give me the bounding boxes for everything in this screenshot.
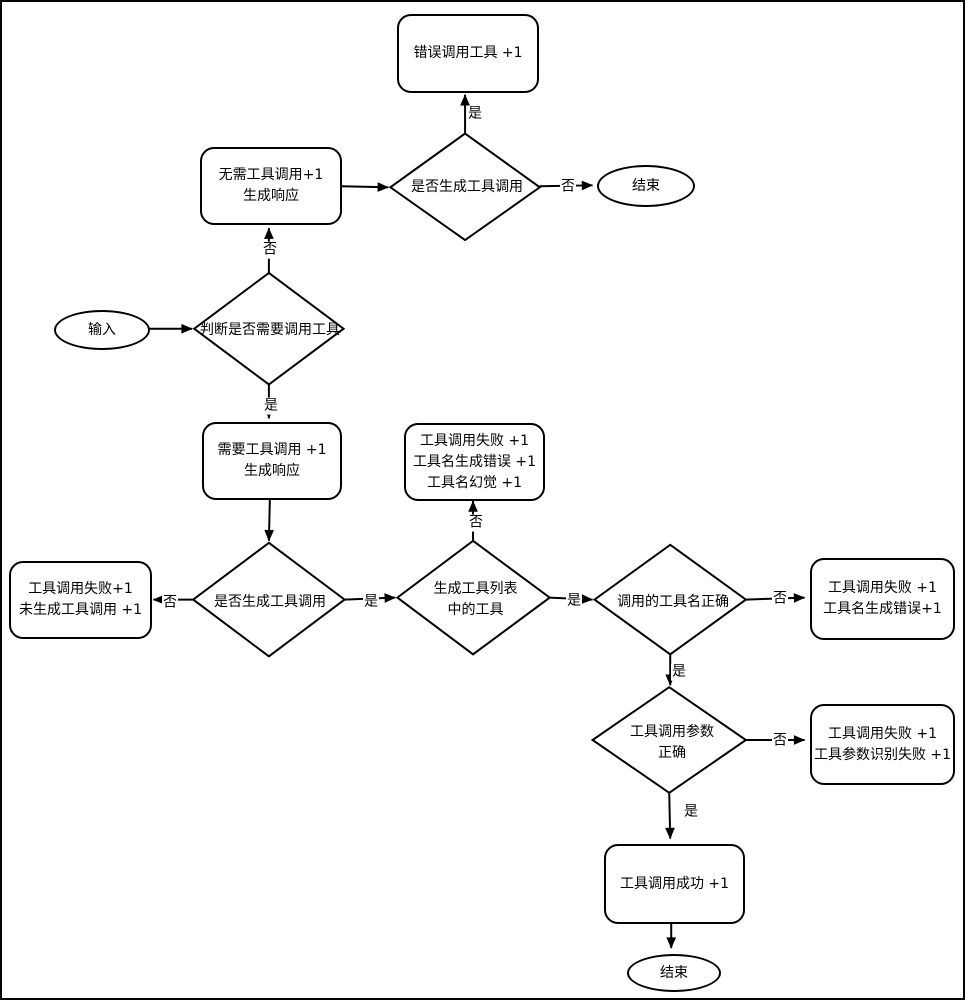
node-tool-params-correct: 工具调用参数 正确 — [630, 724, 714, 761]
node-fail-not-generated: 工具调用失败+1 未生成工具调用 +1 — [9, 561, 152, 639]
edge-label-mid-yes: 是 — [363, 593, 379, 611]
edge-need-tool-to-gen-mid — [264, 497, 274, 542]
edge-param-yes — [665, 792, 675, 840]
edge-label-name-no: 否 — [772, 590, 788, 608]
node-fail-param-recognition: 工具调用失败 +1 工具参数识别失败 +1 — [810, 704, 955, 785]
edge-label-top-yes: 是 — [467, 105, 483, 123]
edge-label-list-no: 否 — [468, 514, 484, 532]
diamond-judge-need-tool — [192, 271, 346, 386]
edge-label-top-no: 否 — [560, 178, 576, 196]
node-input: 输入 — [54, 310, 150, 350]
diamond-tool-in-list — [395, 539, 552, 656]
edge-label-judge-yes: 是 — [263, 397, 279, 415]
edge-no-tool-to-gen-top — [340, 182, 389, 192]
node-gen-tool-call-mid: 是否生成工具调用 — [214, 593, 326, 610]
node-tool-name-correct: 调用的工具名正确 — [617, 593, 729, 610]
node-gen-tool-call-top: 是否生成工具调用 — [411, 179, 523, 195]
node-end-bottom: 结束 — [627, 954, 721, 992]
edge-label-mid-no: 否 — [162, 594, 178, 612]
edge-label-param-yes: 是 — [683, 803, 699, 821]
edge-label-name-yes: 是 — [671, 663, 687, 681]
edge-label-list-yes: 是 — [566, 592, 582, 610]
diamond-tool-name-correct — [592, 543, 748, 656]
node-tool-success: 工具调用成功 +1 — [604, 844, 745, 924]
node-wrong-tool-call: 错误调用工具 +1 — [397, 14, 539, 93]
node-tool-in-list: 生成工具列表 中的工具 — [433, 581, 518, 618]
node-need-tool: 需要工具调用 +1 生成响应 — [202, 422, 342, 500]
node-fail-name-hallucination: 工具调用失败 +1 工具名生成错误 +1 工具名幻觉 +1 — [404, 423, 545, 501]
diamond-gen-tool-call-top — [388, 132, 542, 242]
node-judge-need-tool: 判断是否需要调用工具 — [200, 321, 340, 338]
diamond-tool-params-correct — [590, 686, 748, 794]
node-fail-name-error: 工具调用失败 +1 工具名生成错误+1 — [810, 558, 955, 640]
edge-label-judge-no: 否 — [262, 241, 278, 259]
edge-label-param-no: 否 — [772, 732, 788, 750]
diamond-gen-tool-call-mid — [191, 541, 347, 658]
node-end-top: 结束 — [597, 165, 695, 207]
node-no-tool-needed: 无需工具调用+1 生成响应 — [200, 147, 342, 225]
